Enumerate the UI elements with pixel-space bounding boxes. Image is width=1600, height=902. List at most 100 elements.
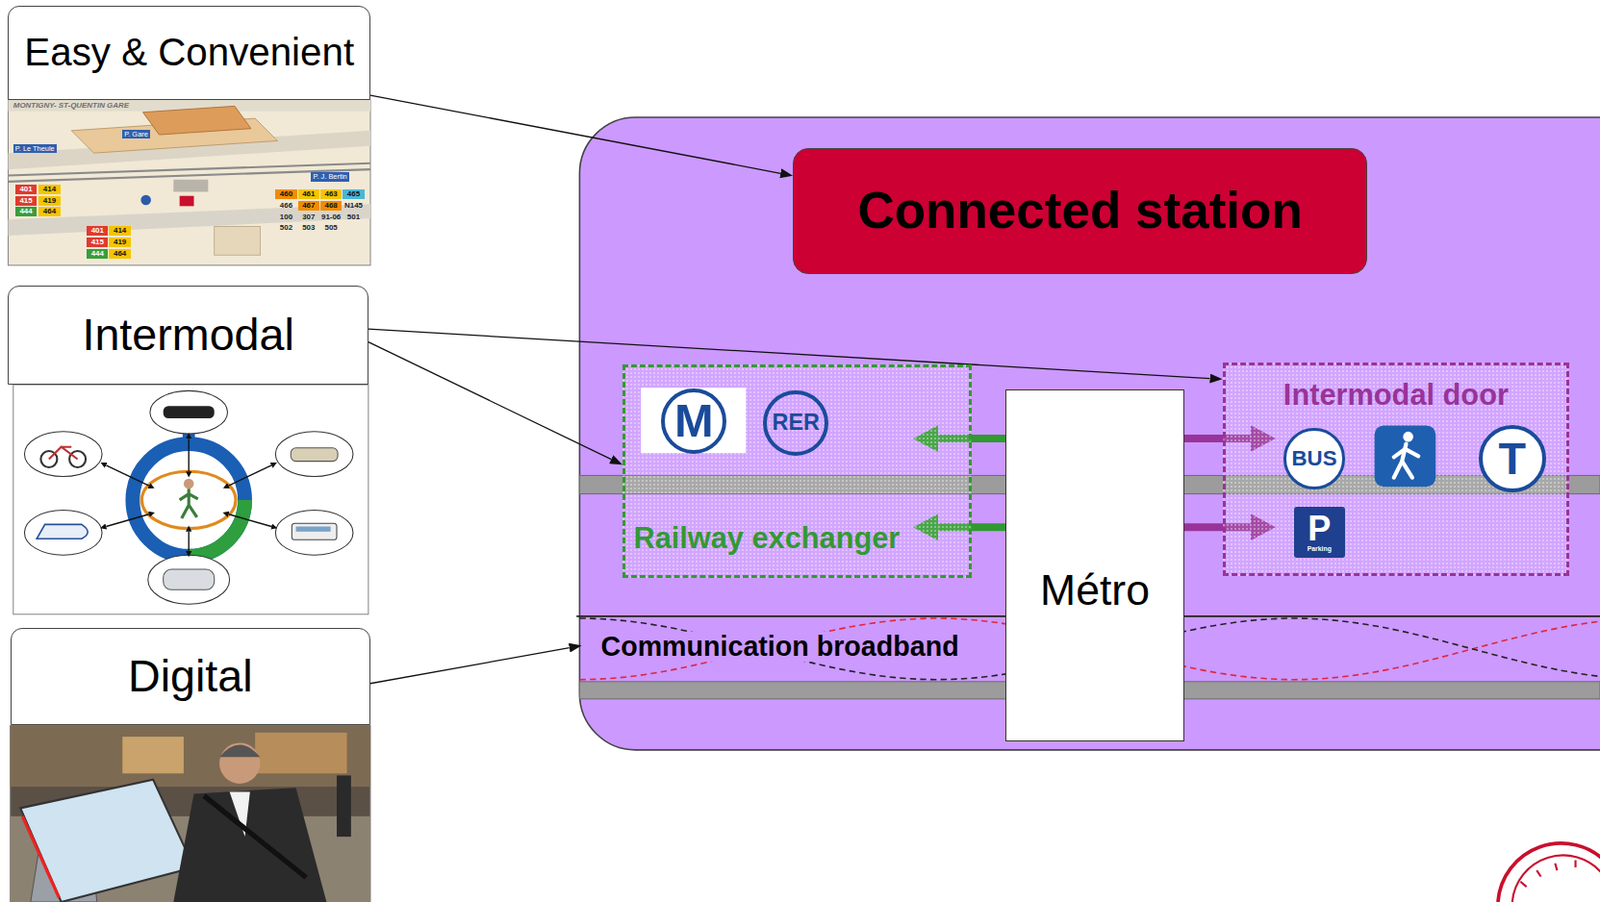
- bike-icon: [49, 447, 78, 460]
- bus-line-number: 468: [320, 201, 342, 211]
- mode-ellipse: [275, 510, 354, 557]
- bus-line-number: 466: [275, 201, 297, 211]
- zone-box-text: Intermodal door: [1283, 379, 1509, 412]
- bus-line-number: 415: [15, 196, 37, 206]
- photo-passerby: [336, 775, 352, 838]
- station-panel: [579, 117, 1600, 751]
- bus-line-number: 501: [342, 212, 364, 223]
- photo-person: [173, 787, 327, 902]
- mode-arrow: [228, 514, 273, 528]
- bus-line-number: 419: [108, 237, 130, 248]
- bus-line-number: 401: [15, 184, 37, 195]
- bus-line-number: 307: [298, 212, 320, 223]
- mode-ellipse: [275, 431, 354, 478]
- bus-icon: [291, 523, 337, 540]
- pedestrian-icon: [1374, 425, 1437, 487]
- intermodal-illustration: [13, 384, 369, 615]
- map-label: P. Le Theule: [13, 144, 57, 153]
- theme-box: Intermodal: [7, 285, 368, 385]
- map-label: P. Gare: [122, 129, 151, 139]
- connector-arrow: [370, 95, 781, 174]
- mode-ellipse: [24, 510, 102, 557]
- bus-line-number: 415: [86, 237, 108, 248]
- mode-arrow: [188, 438, 190, 472]
- bus-line-number: 91-06: [320, 212, 342, 223]
- mode-arrow: [105, 465, 150, 486]
- pedestrian-icon: [1402, 431, 1414, 443]
- bus-line-number: 505: [320, 223, 342, 233]
- bus-line-number: 502: [275, 223, 297, 233]
- metro-logo-text: M: [674, 395, 714, 448]
- metro-box: Métro: [1005, 389, 1186, 742]
- metro-icon: [163, 569, 215, 590]
- mode-arrow: [188, 532, 190, 552]
- mode-arrow: [105, 514, 150, 528]
- bus-line-number: 461: [298, 189, 320, 200]
- logo-ticks: [1520, 860, 1575, 888]
- title-box-text: Connected station: [857, 182, 1302, 239]
- photo-strap: [203, 796, 306, 879]
- photo-person: [219, 742, 260, 784]
- rer-logo: RER: [762, 390, 829, 457]
- bus-line-number: 444: [86, 249, 108, 259]
- mode-arrow: [228, 465, 273, 486]
- bus-line-number: 401: [86, 226, 108, 236]
- zone-box: Intermodal doorBUS T PParking: [1222, 362, 1571, 578]
- metro-logo: M: [660, 388, 727, 455]
- theme-box-text: Intermodal: [81, 310, 294, 360]
- bus-line-number: 463: [320, 189, 342, 200]
- mode-ellipse: [148, 555, 230, 605]
- bus-logo: BUS: [1283, 428, 1346, 490]
- connector-arrow: [368, 342, 611, 460]
- map-stairs: [173, 179, 208, 193]
- theme-box: Digital: [10, 628, 371, 726]
- map-building: [142, 105, 251, 135]
- bus-icon: [296, 527, 331, 533]
- station-map: [7, 100, 371, 266]
- bus-line-number: 444: [15, 206, 37, 217]
- bus-line-number: 100: [275, 212, 297, 223]
- bus-line-number: 464: [38, 206, 60, 217]
- connector-arrow: [370, 648, 570, 685]
- bus-line-number: 503: [298, 223, 320, 233]
- photo-shop: [122, 736, 184, 774]
- logo-arc: [1512, 855, 1600, 902]
- train-icon: [36, 524, 88, 539]
- rer-logo-text: RER: [772, 410, 820, 436]
- parking-sign-text: Parking: [1307, 546, 1332, 554]
- theme-box: Easy & Convenient: [7, 5, 371, 101]
- photo-person: [219, 745, 260, 759]
- traveller-ellipse: [141, 471, 236, 529]
- broadband-band: Communication broadband: [582, 618, 1006, 681]
- theme-box-text: Easy & Convenient: [24, 31, 355, 75]
- car-icon: [290, 448, 338, 462]
- tram-logo: T: [1478, 425, 1547, 493]
- kiosk-light: [22, 816, 59, 899]
- kiosk-screen: [20, 780, 194, 902]
- bus-line-number: 460: [275, 189, 297, 200]
- mode-ellipse: [150, 390, 229, 434]
- map-sign: [179, 196, 195, 207]
- bus-line-number: 414: [38, 184, 60, 195]
- kiosk-photo: [10, 725, 371, 902]
- bus-line-number: 467: [298, 201, 320, 211]
- map-building: [214, 227, 261, 256]
- broadband-band-text: Communication broadband: [598, 632, 963, 663]
- bus-line-number: 464: [108, 249, 130, 259]
- logo-arc: [1498, 843, 1600, 902]
- metro-box-text: Métro: [1040, 566, 1150, 614]
- car-icon: [163, 406, 215, 419]
- zone-box-text: Railway exchanger: [633, 522, 900, 556]
- bus-line-number: 419: [38, 196, 60, 206]
- pedestrian-icon: [1394, 444, 1419, 479]
- mode-ellipse: [24, 431, 102, 478]
- zone-box: Railway exchanger M RER: [622, 364, 972, 580]
- bus-line-number: 414: [108, 226, 130, 236]
- parking-sign: PParking: [1294, 507, 1346, 559]
- bus-logo-text: BUS: [1292, 447, 1338, 471]
- parking-sign-text: P: [1307, 511, 1331, 547]
- bike-icon: [69, 451, 86, 468]
